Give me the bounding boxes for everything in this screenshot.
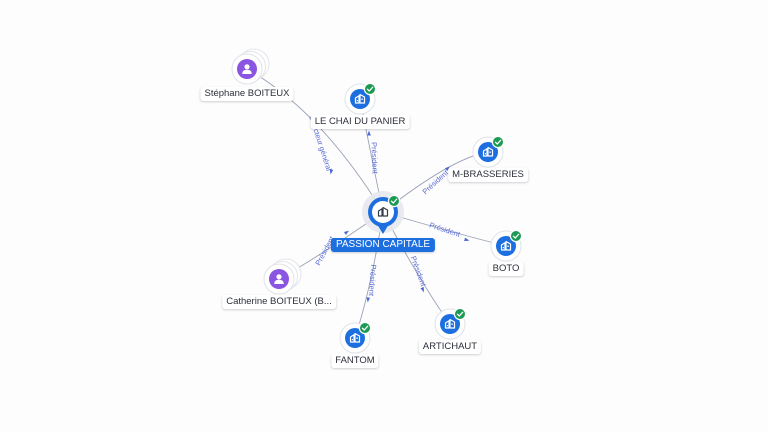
node-label[interactable]: BOTO <box>488 262 524 276</box>
verified-badge-icon <box>387 194 401 208</box>
arrow-head-icon <box>329 169 334 175</box>
central-node-label[interactable]: PASSION CAPITALE <box>330 238 436 252</box>
arrow-head-icon <box>367 130 371 136</box>
node-label[interactable]: ARTICHAUT <box>418 340 482 354</box>
edge-label: Président <box>428 220 462 239</box>
arrow-head-icon <box>444 166 450 171</box>
company-icon <box>377 206 389 217</box>
node-mbrasseries[interactable] <box>472 135 505 168</box>
node-artichaut[interactable] <box>434 307 467 340</box>
node-label[interactable]: M-BRASSERIES <box>448 168 528 182</box>
verified-badge-icon <box>453 307 467 321</box>
arrow-head-icon <box>343 230 350 235</box>
node-label[interactable]: LE CHAI DU PANIER <box>310 115 410 129</box>
node-central[interactable] <box>362 191 404 234</box>
node-label[interactable]: Catherine BOITEUX (B... <box>222 295 336 309</box>
node-stephane[interactable] <box>231 48 270 85</box>
node-chai[interactable] <box>344 82 377 115</box>
company-icon <box>500 240 512 251</box>
edge-label: Président <box>369 142 379 175</box>
edge-label: Président <box>409 255 429 289</box>
verified-badge-icon <box>491 135 505 149</box>
arrow-head-icon <box>420 287 424 293</box>
node-label[interactable]: Stéphane BOITEUX <box>200 87 294 101</box>
verified-badge-icon <box>363 82 377 96</box>
arrow-head-icon <box>366 297 371 303</box>
edge-label: Président <box>367 264 378 297</box>
company-icon <box>482 146 494 157</box>
arrow-head-icon <box>464 237 470 242</box>
verified-badge-icon <box>509 229 523 243</box>
node-catherine[interactable] <box>263 258 302 295</box>
person-icon <box>242 64 252 74</box>
node-label[interactable]: FANTOM <box>331 354 379 368</box>
person-icon <box>274 274 284 284</box>
node-fantom[interactable] <box>339 321 372 354</box>
verified-badge-icon <box>358 321 372 335</box>
company-icon <box>444 318 456 329</box>
company-icon <box>354 93 366 104</box>
node-boto[interactable] <box>490 229 523 262</box>
company-icon <box>349 332 361 343</box>
